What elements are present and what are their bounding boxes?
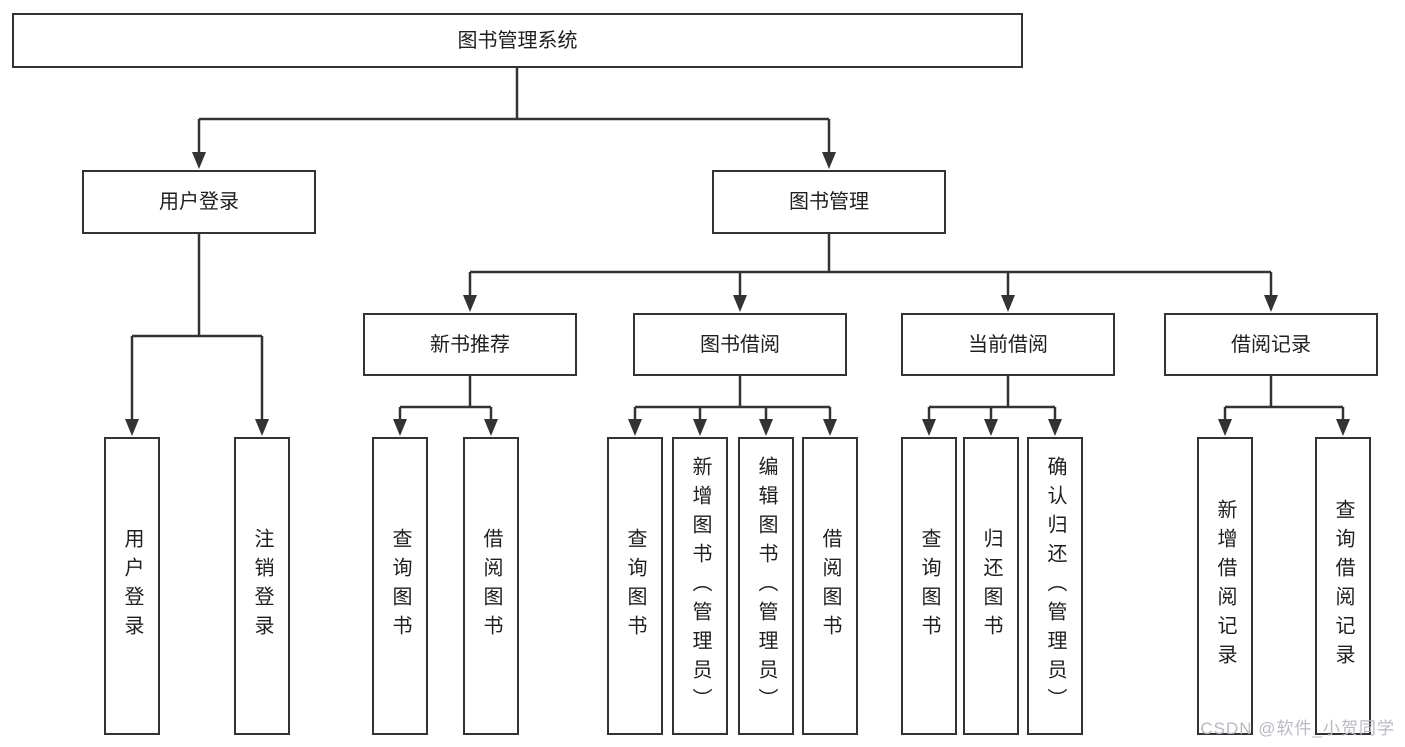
node-leaf-add-books-admin: 新增图书（管理员） xyxy=(672,437,728,735)
node-leaf-edit-books-admin-label: 编辑图书（管理员） xyxy=(755,455,777,717)
node-leaf-return-books-label: 归还图书 xyxy=(980,528,1002,644)
node-leaf-edit-books-admin: 编辑图书（管理员） xyxy=(738,437,794,735)
node-leaf-query-books-2: 查询图书 xyxy=(607,437,663,735)
node-root-label: 图书管理系统 xyxy=(457,29,578,52)
node-user-login: 用户登录 xyxy=(82,170,316,234)
node-leaf-borrow-books-1-label: 借阅图书 xyxy=(480,528,502,644)
node-leaf-add-books-admin-label: 新增图书（管理员） xyxy=(689,455,711,717)
node-leaf-add-borrow-record-label: 新增借阅记录 xyxy=(1214,499,1236,673)
node-borrow-records-label: 借阅记录 xyxy=(1231,333,1311,356)
node-leaf-return-books: 归还图书 xyxy=(963,437,1019,735)
node-leaf-query-books-1: 查询图书 xyxy=(372,437,428,735)
node-new-book-recommend: 新书推荐 xyxy=(363,313,577,376)
node-root: 图书管理系统 xyxy=(12,13,1023,68)
node-book-management-label: 图书管理 xyxy=(789,191,869,213)
node-leaf-query-books-3-label: 查询图书 xyxy=(918,528,940,644)
node-leaf-query-books-3: 查询图书 xyxy=(901,437,957,735)
node-leaf-borrow-books-1: 借阅图书 xyxy=(463,437,519,735)
node-leaf-confirm-return-admin: 确认归还（管理员） xyxy=(1027,437,1083,735)
node-book-borrow: 图书借阅 xyxy=(633,313,847,376)
node-leaf-query-books-2-label: 查询图书 xyxy=(624,528,646,644)
watermark-text: CSDN @软件_小贺同学 xyxy=(1200,719,1395,738)
node-leaf-borrow-books-2: 借阅图书 xyxy=(802,437,858,735)
node-leaf-confirm-return-admin-label: 确认归还（管理员） xyxy=(1044,455,1066,717)
node-leaf-query-borrow-record: 查询借阅记录 xyxy=(1315,437,1371,735)
node-current-borrow-label: 当前借阅 xyxy=(968,333,1048,356)
node-borrow-records: 借阅记录 xyxy=(1164,313,1378,376)
node-leaf-logout-label: 注销登录 xyxy=(251,528,273,644)
node-leaf-user-login-label: 用户登录 xyxy=(121,528,143,644)
node-leaf-logout: 注销登录 xyxy=(234,437,290,735)
node-new-book-recommend-label: 新书推荐 xyxy=(430,333,510,356)
node-leaf-query-books-1-label: 查询图书 xyxy=(389,528,411,644)
node-current-borrow: 当前借阅 xyxy=(901,313,1115,376)
node-user-login-label: 用户登录 xyxy=(159,191,239,213)
node-leaf-add-borrow-record: 新增借阅记录 xyxy=(1197,437,1253,735)
node-book-management: 图书管理 xyxy=(712,170,946,234)
node-book-borrow-label: 图书借阅 xyxy=(700,333,780,356)
node-leaf-user-login: 用户登录 xyxy=(104,437,160,735)
node-leaf-query-borrow-record-label: 查询借阅记录 xyxy=(1332,499,1354,673)
node-leaf-borrow-books-2-label: 借阅图书 xyxy=(819,528,841,644)
